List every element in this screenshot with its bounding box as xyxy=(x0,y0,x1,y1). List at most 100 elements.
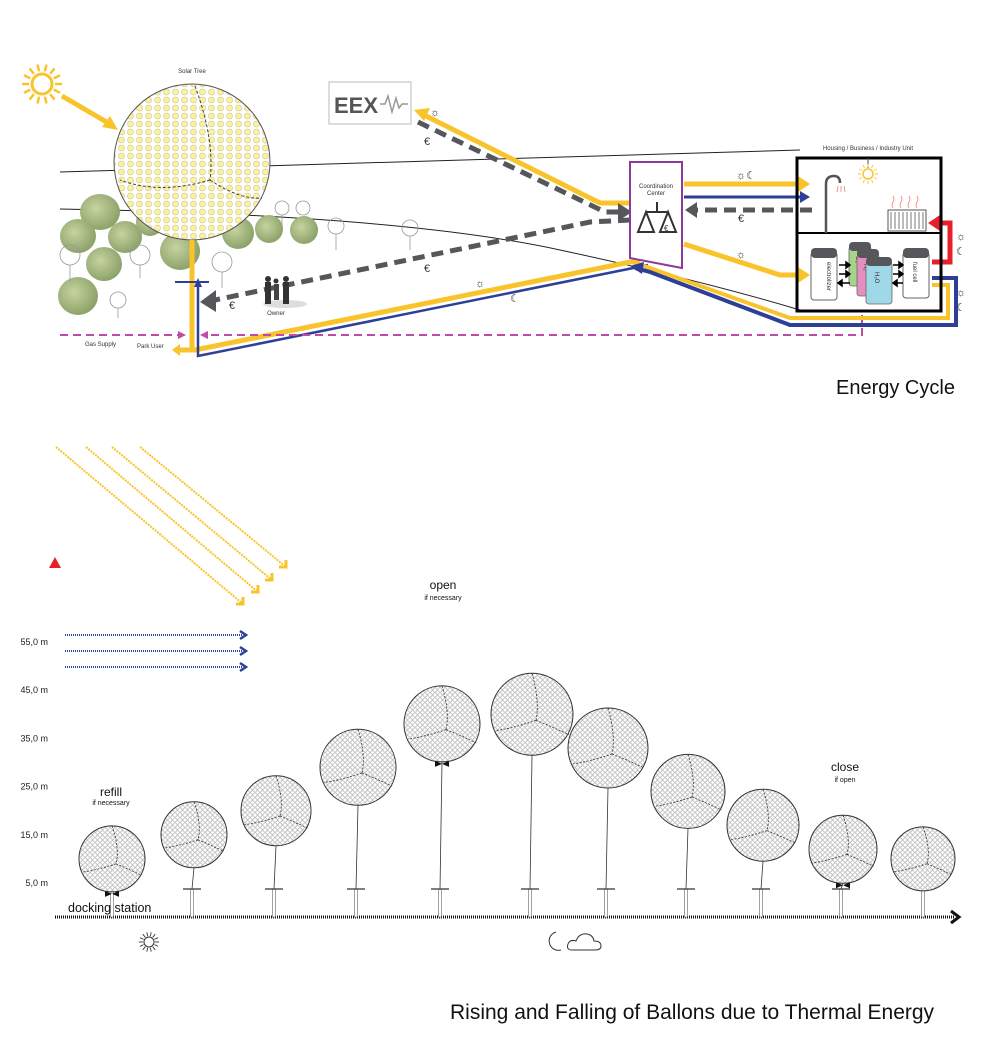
sun-ray xyxy=(111,446,273,581)
balloon xyxy=(808,814,878,918)
housing-euro-symbol: € xyxy=(738,213,744,225)
park-sun-symbol: ☼ xyxy=(475,278,485,290)
docking-post xyxy=(438,888,442,918)
docking-post xyxy=(604,888,608,918)
sunlight-arrow xyxy=(60,93,112,127)
housing-unit-label: Housing / Business / Industry Unit xyxy=(823,146,913,152)
gas-return-arrowhead xyxy=(200,331,208,339)
eex-sun-symbol: ☼ xyxy=(430,107,440,119)
electrolyzer-tank: electrolizer xyxy=(810,248,838,301)
shower-icon xyxy=(824,174,842,233)
solar-tree-sphere xyxy=(113,83,271,241)
balloon-seam xyxy=(894,826,952,876)
y-axis-arrowhead xyxy=(49,557,61,568)
cloud-icon xyxy=(567,933,602,951)
balloon xyxy=(567,707,649,918)
solar-to-electrolyzer-arrowhead xyxy=(798,267,810,283)
owner-money-arrow xyxy=(214,217,631,303)
owner-euro-symbol-2: € xyxy=(229,300,235,312)
balloon-sphere xyxy=(240,775,312,847)
close-sublabel: if open xyxy=(834,777,855,784)
night-to-housing-arrowhead xyxy=(800,191,810,203)
lamp-sun-icon xyxy=(858,164,878,184)
owner-money-arrowhead xyxy=(200,290,216,312)
energy-cycle-title: Energy Cycle xyxy=(836,377,955,399)
balloon xyxy=(890,826,956,918)
docking-post xyxy=(921,888,925,918)
balloon-sphere xyxy=(403,685,481,763)
balloon xyxy=(403,685,481,918)
open-label: open xyxy=(430,578,457,592)
docking-post xyxy=(684,888,688,918)
solar-tree-label: Solar Tree xyxy=(178,69,206,75)
balloon xyxy=(319,728,397,918)
balloon-seam xyxy=(407,685,477,744)
balloon-seam xyxy=(571,707,645,769)
sun-ray xyxy=(85,446,259,593)
balloon-seam xyxy=(164,801,224,852)
docking-post xyxy=(354,888,358,918)
balloon-seam xyxy=(812,815,874,867)
balloon-sphere xyxy=(490,672,574,756)
balloon xyxy=(726,788,800,918)
energy-cycle: Solar Tree EEX ☼ € € € xyxy=(22,64,966,358)
owner-label: Owner xyxy=(267,311,285,317)
balloon-sphere xyxy=(78,825,146,893)
balloon xyxy=(490,672,574,918)
balloon-sphere xyxy=(808,814,878,884)
sun-icon xyxy=(139,932,159,952)
docking-station-label: docking station xyxy=(68,901,151,915)
y-tick-label: 55,0 m xyxy=(20,637,48,647)
balloon-chart: 5,0 m15,0 m25,0 m35,0 m45,0 m55,0 m refi… xyxy=(20,446,962,952)
wind-arrowhead xyxy=(239,645,249,657)
park-user-arrowhead xyxy=(172,344,180,356)
balloon-tether xyxy=(439,761,443,890)
balloon-seam xyxy=(654,754,722,811)
park-user-label: Park User xyxy=(137,344,164,350)
docking-post xyxy=(528,888,532,918)
solar-to-eex-arrowhead xyxy=(414,108,430,121)
balloon-sphere xyxy=(890,826,956,892)
docking-post xyxy=(839,888,843,918)
svg-text:H₂: H₂ xyxy=(862,264,868,271)
refill-sublabel: if necessary xyxy=(92,800,130,807)
fuel-cell-solar-return xyxy=(631,260,950,320)
close-label: close xyxy=(831,760,859,774)
solar-to-eex-arrow xyxy=(418,110,630,206)
docking-post xyxy=(190,888,194,918)
h2o-tank: H₂O xyxy=(865,257,893,305)
balloon-tether xyxy=(685,828,689,890)
wind-arrowhead xyxy=(239,629,249,641)
balloon-sphere xyxy=(160,801,228,869)
docking-post xyxy=(272,888,276,918)
fuel-cell-night-return xyxy=(634,266,958,327)
sun-rays xyxy=(55,446,288,606)
housing-unit: electrolizer O₂ H₂ H₂O xyxy=(795,156,943,313)
svg-text:Center: Center xyxy=(647,191,665,197)
svg-text:Coordination: Coordination xyxy=(639,184,673,190)
valve-icon xyxy=(435,760,449,767)
balloon-sphere xyxy=(567,707,649,789)
moon-icon xyxy=(548,931,562,951)
owner-figures xyxy=(263,276,307,308)
y-tick-label: 15,0 m xyxy=(20,830,48,840)
balloon-seam xyxy=(495,673,570,736)
svg-text:EEX: EEX xyxy=(334,93,378,118)
valve-icon xyxy=(105,890,119,897)
solar-to-electrolyzer-line xyxy=(683,241,800,278)
heat-arrowhead xyxy=(928,215,940,231)
svg-text:€: € xyxy=(664,224,669,233)
balloon-seam xyxy=(82,825,142,876)
night-return-arrowhead xyxy=(630,262,644,274)
svg-text:electrolizer: electrolizer xyxy=(825,262,831,291)
owner-euro-symbol: € xyxy=(424,263,430,275)
eex-money-arrowhead xyxy=(618,203,632,221)
balloon-seam xyxy=(244,775,308,829)
svg-text:fuel cell: fuel cell xyxy=(911,262,917,282)
solar-to-housing-arrowhead xyxy=(798,176,810,192)
radiator-icon xyxy=(887,195,927,232)
solar-to-park-line xyxy=(178,257,641,353)
balloon xyxy=(78,825,146,918)
wind-arrows xyxy=(65,629,249,673)
